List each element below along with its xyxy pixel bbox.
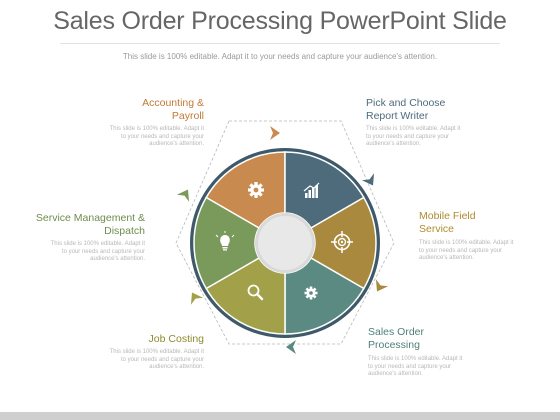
heading-mobile-line1: Mobile Field [419, 210, 476, 222]
desc-accounting-line1: This slide is 100% editable. Adapt it [109, 126, 204, 132]
heading-job: Job Costing [60, 333, 204, 346]
target-icon [331, 231, 353, 253]
heading-mobile: Mobile Field Service [419, 210, 549, 236]
desc-pick-line1: This slide is 100% editable. Adapt it [366, 126, 461, 132]
heading-accounting-line2: Payroll [171, 110, 204, 122]
desc-job-line1: This slide is 100% editable. Adapt it [109, 349, 204, 355]
heading-mobile-line2: Service [419, 223, 455, 235]
dashed-hexagon-outline [175, 120, 395, 345]
desc-service-line2: to your needs and capture your [61, 248, 145, 255]
center-hub-inner [258, 216, 312, 270]
desc-sales-line3: audience's attention. [368, 371, 423, 378]
footer-bar [0, 412, 560, 420]
arrow-up-left-icon [190, 292, 204, 305]
desc-mobile-line3: audience's attention. [419, 255, 474, 262]
desc-sales-line2: to your needs and capture your [368, 363, 452, 370]
heading-sales-line1: Sales Order [368, 326, 425, 338]
desc-accounting: This slide is 100% editable. Adapt it to… [60, 126, 204, 149]
arrow-up-right-icon [176, 189, 190, 202]
heading-accounting: Accounting & Payroll [40, 97, 204, 123]
heading-accounting-line1: Accounting & [142, 97, 204, 109]
heading-service-line1: Service Management & [35, 212, 145, 224]
desc-job: This slide is 100% editable. Adapt it to… [60, 349, 204, 372]
gear-icon [248, 182, 264, 198]
desc-pick-line3: audience's attention. [366, 141, 421, 148]
desc-service-line1: This slide is 100% editable. Adapt it [50, 241, 145, 247]
slide-subtitle: This slide is 100% editable. Adapt it to… [122, 52, 438, 61]
desc-accounting-line2: to your needs and capture your [120, 133, 204, 140]
heading-job-line1: Job Costing [148, 333, 204, 345]
desc-sales-line1: This slide is 100% editable. Adapt it [368, 356, 463, 362]
desc-service: This slide is 100% editable. Adapt it to… [15, 241, 145, 264]
desc-job-line3: audience's attention. [149, 364, 204, 371]
heading-sales: Sales Order Processing [368, 326, 518, 352]
bar-chart-icon [303, 182, 320, 198]
desc-service-line3: audience's attention. [90, 256, 145, 263]
desc-mobile-line2: to your needs and capture your [419, 247, 503, 254]
desc-mobile: This slide is 100% editable. Adapt it to… [419, 240, 549, 263]
desc-mobile-line1: This slide is 100% editable. Adapt it [419, 240, 514, 246]
arrow-left-icon-bottom [286, 340, 296, 354]
heading-pick: Pick and Choose Report Writer [366, 97, 536, 123]
desc-sales: This slide is 100% editable. Adapt it to… [368, 356, 512, 379]
desc-accounting-line3: audience's attention. [149, 141, 204, 148]
desc-pick-line2: to your needs and capture your [366, 133, 450, 140]
heading-service-line2: Dispatch [104, 225, 145, 237]
lightbulb-icon [215, 231, 235, 251]
heading-sales-line2: Processing [368, 339, 420, 351]
wedge-icon-group [215, 182, 353, 301]
cogs-icon [304, 286, 318, 300]
arrow-down-right-icon [361, 173, 375, 186]
arrow-down-left-icon [375, 279, 389, 292]
title-divider [60, 43, 500, 44]
chevron-arrow-group [176, 126, 389, 354]
desc-pick: This slide is 100% editable. Adapt it to… [366, 126, 510, 149]
slide-title: Sales Order Processing PowerPoint Slide [53, 7, 507, 35]
desc-job-line2: to your needs and capture your [120, 356, 204, 363]
heading-pick-line1: Pick and Choose [366, 97, 446, 109]
heading-pick-line2: Report Writer [366, 110, 429, 122]
arrow-right-icon-top [270, 126, 280, 140]
heading-service: Service Management & Dispatch [16, 212, 145, 238]
magnifier-icon [247, 284, 264, 301]
